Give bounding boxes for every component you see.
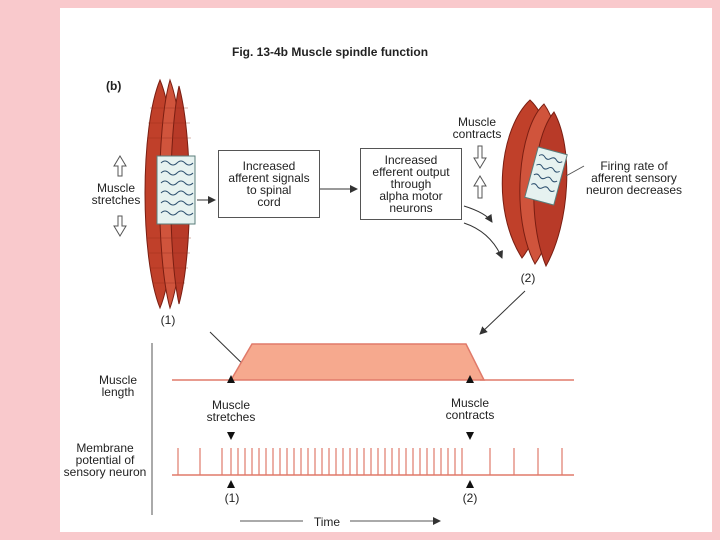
time-label: Time — [313, 515, 341, 529]
stretched-muscle-illustration — [144, 78, 196, 310]
muscle-contracts-label: Muscle contracts — [452, 115, 502, 141]
membrane-potential-label: Membrane potential of sensory neuron — [63, 441, 147, 479]
slide-canvas: Fig. 13-4b Muscle spindle function (b) M… — [60, 8, 712, 532]
stretch-annotation: Muscle stretches — [206, 398, 256, 424]
firing-rate-label: Firing rate of afferent sensory neuron d… — [585, 159, 683, 197]
contract-arrows — [473, 145, 487, 199]
contracted-muscle-illustration — [501, 99, 585, 268]
number-1-label: (1) — [160, 313, 176, 327]
contract-annotation: Muscle contracts — [445, 396, 495, 422]
efferent-output-box: Increased efferent output through alpha … — [360, 148, 462, 220]
event-markers — [227, 375, 474, 488]
membrane-potential-trace — [172, 448, 574, 476]
panel-label: (b) — [106, 79, 122, 93]
figure-diagram — [113, 78, 585, 525]
muscle-stretches-label: Muscle stretches — [91, 181, 141, 207]
stretch-arrows — [113, 155, 127, 237]
afferent-signals-box: Increased afferent signals to spinal cor… — [218, 150, 320, 218]
muscle-length-trace — [172, 343, 574, 381]
muscle-length-label: Muscle length — [98, 373, 137, 399]
marker-2-label: (2) — [462, 491, 478, 505]
figure-title: Fig. 13-4b Muscle spindle function — [232, 45, 429, 59]
number-2-label: (2) — [520, 271, 536, 285]
marker-1-label: (1) — [224, 491, 240, 505]
